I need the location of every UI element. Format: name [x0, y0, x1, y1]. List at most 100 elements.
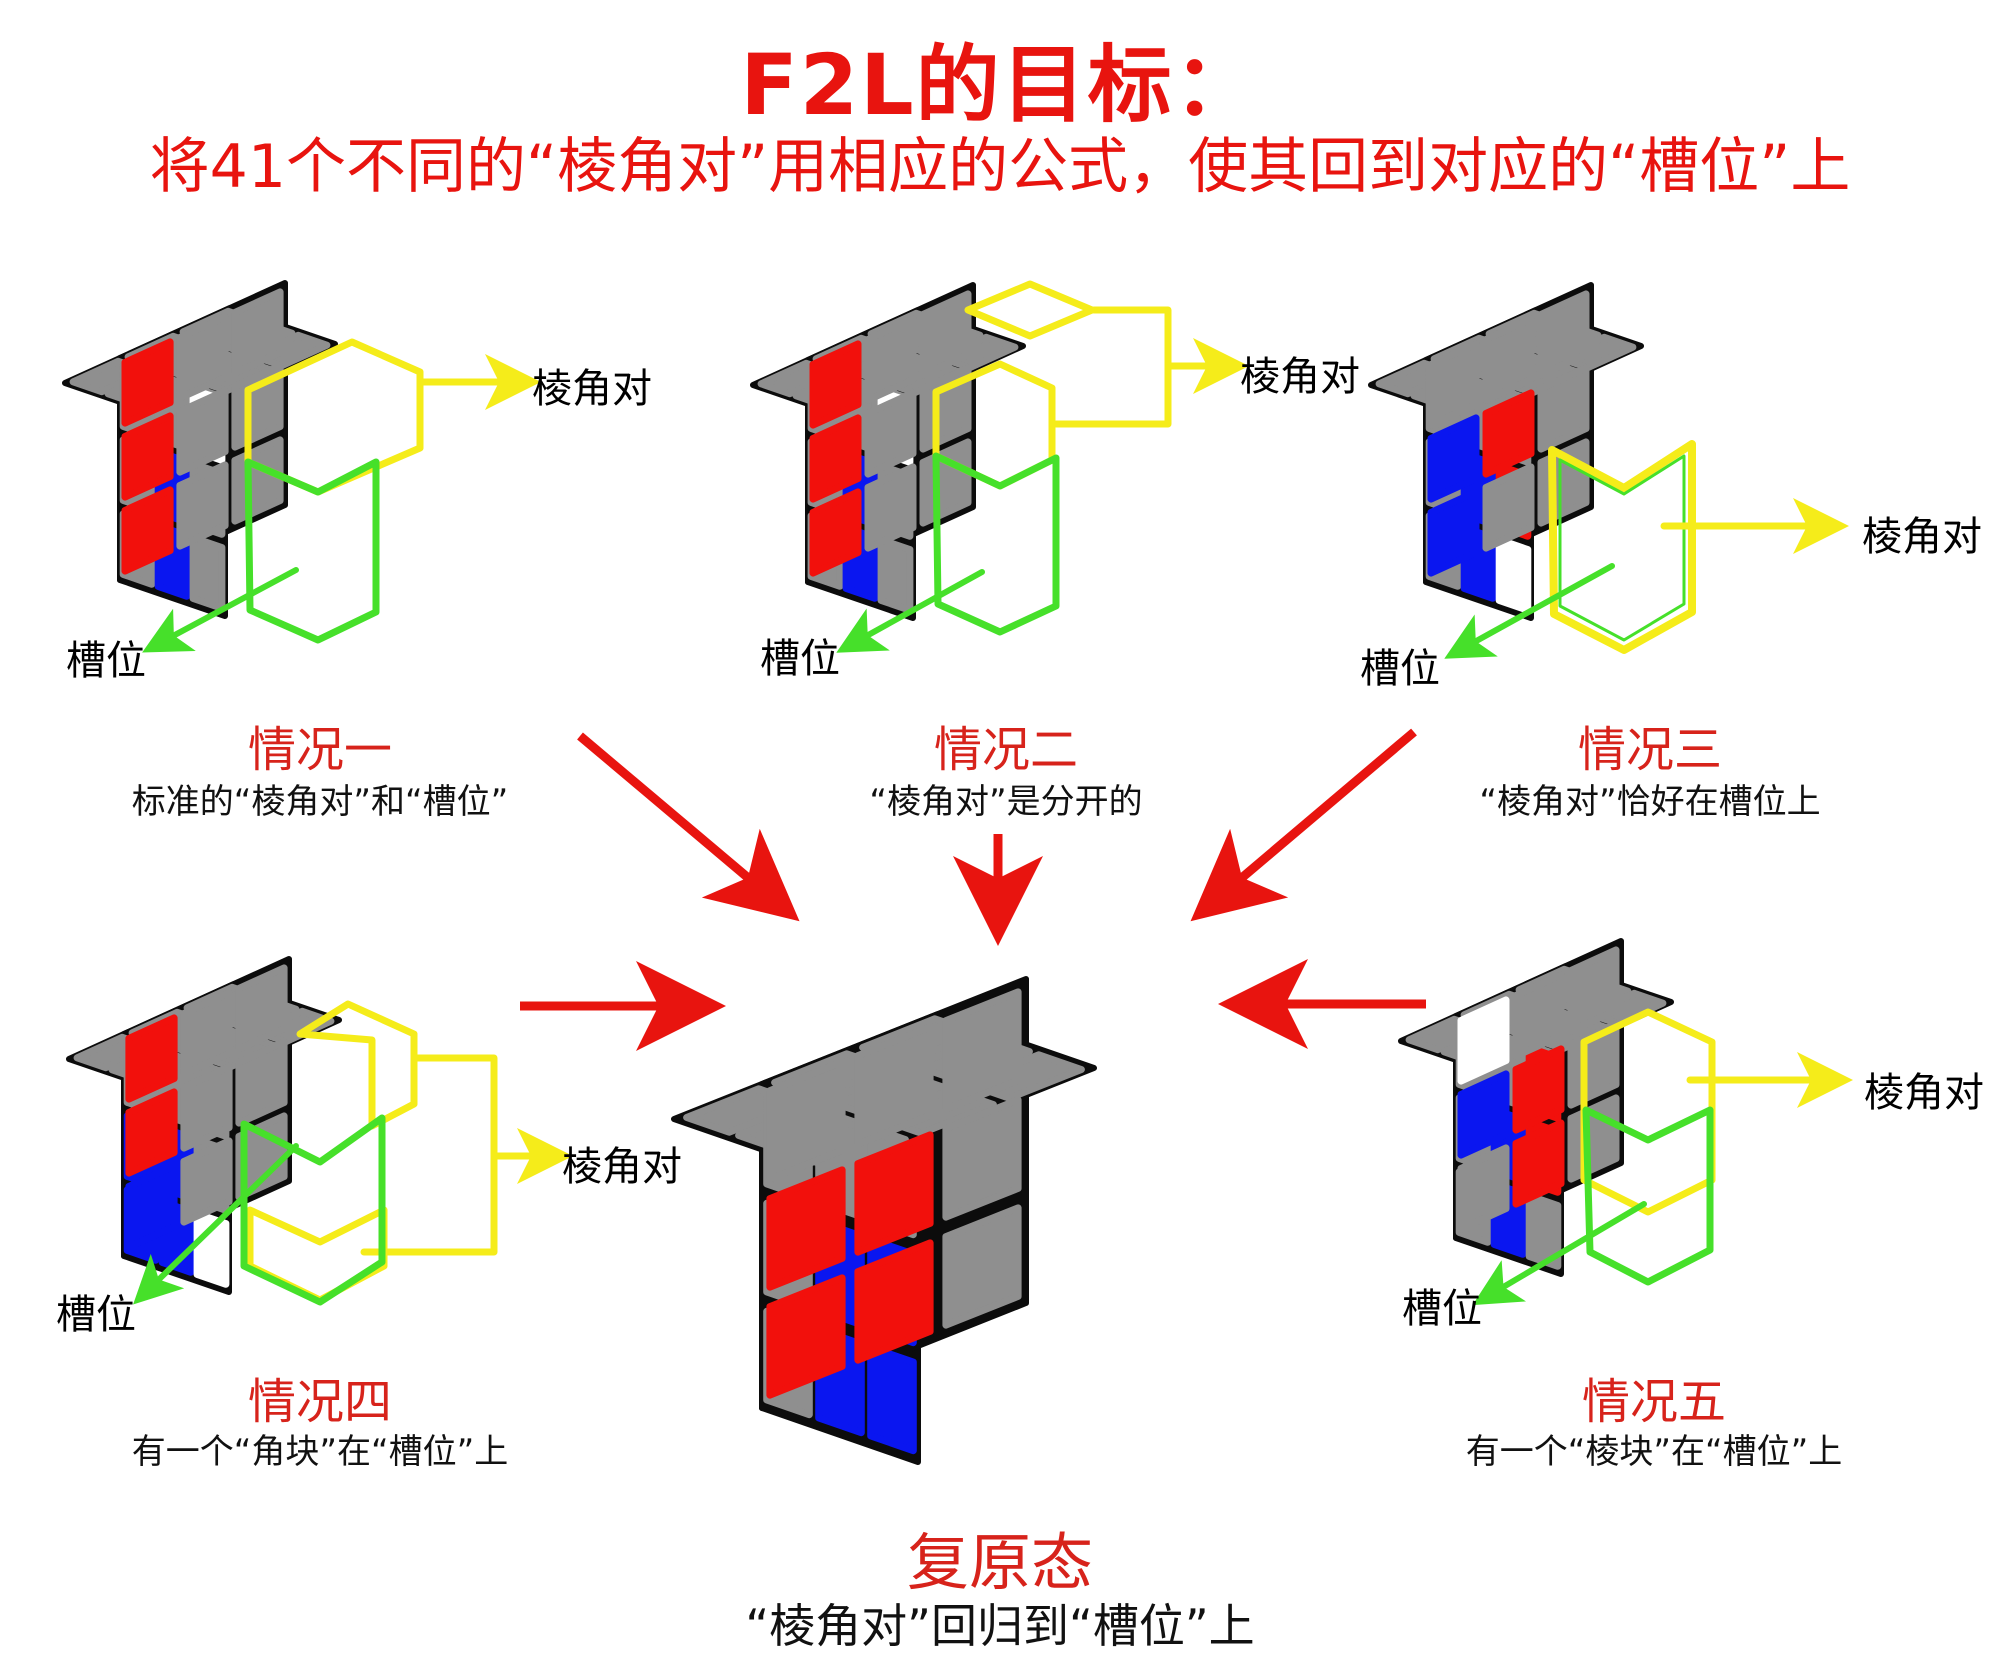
sticker-right [121, 338, 174, 427]
case-5-desc: 有一个“棱块”在“槽位”上 [1465, 1432, 1843, 1472]
case-3-title: 情况三 [1577, 722, 1722, 778]
sticker-right [1427, 340, 1480, 429]
sticker-left [189, 534, 226, 612]
sticker-right [235, 964, 288, 1053]
slot-arrow-4 [133, 1143, 299, 1305]
case-4-title: 情况四 [247, 1374, 392, 1430]
cube-case-2 [750, 282, 1026, 621]
case-1-title: 情况一 [247, 722, 392, 778]
sticker-right [809, 488, 862, 577]
sticker-left [1495, 536, 1532, 614]
sticker-right [942, 1096, 1022, 1221]
slot-label-case-1: 槽位 [66, 638, 146, 684]
slot-label-case-3: 槽位 [1360, 646, 1440, 692]
sticker-right [854, 1131, 934, 1256]
sticker-right [1512, 971, 1565, 1060]
slot-label-case-2: 槽位 [760, 636, 840, 682]
slot-arrow-3 [1444, 563, 1615, 659]
pair-label-case-4: 棱角对 [562, 1144, 682, 1190]
sticker-right [121, 486, 174, 575]
sticker-right [919, 290, 972, 379]
sticker-right [766, 1058, 846, 1183]
sticker-right [125, 1088, 178, 1177]
sticker-right [176, 313, 229, 402]
pair-bracket-2 [1052, 306, 1172, 428]
sticker-right [766, 1274, 846, 1399]
sticker-left [1525, 1192, 1562, 1270]
slot-outline-5 [1582, 1106, 1714, 1286]
slot-outline-2 [932, 452, 1060, 636]
sticker-right [1457, 1144, 1510, 1233]
cube-case-4 [66, 956, 342, 1295]
slot-outline-1 [244, 458, 380, 644]
pair-label-case-1: 棱角对 [532, 366, 652, 412]
sticker-right [1427, 488, 1480, 577]
cube-case-1 [62, 280, 338, 619]
flow-arrows [520, 728, 1426, 1051]
slot-label-case-4: 槽位 [56, 1292, 136, 1338]
sticker-right [854, 1023, 934, 1148]
sticker-right [1537, 290, 1590, 379]
pair-label-case-3: 棱角对 [1862, 514, 1982, 560]
sticker-right [942, 988, 1022, 1113]
slot-arrow-2 [836, 569, 985, 653]
sticker-right [125, 1162, 178, 1251]
case-4-desc: 有一个“角块”在“槽位”上 [131, 1432, 509, 1472]
sticker-right [125, 1014, 178, 1103]
slot-arrow-1 [142, 567, 299, 653]
sticker-right [809, 340, 862, 429]
sticker-right [121, 412, 174, 501]
slot-outline-4 [240, 1114, 386, 1306]
pair-outline-2a [964, 280, 1096, 340]
slot-arrow-5 [1472, 1201, 1647, 1306]
slot-label-case-5: 槽位 [1402, 1286, 1482, 1332]
sticker-right [864, 389, 917, 478]
sticker-right [1567, 946, 1620, 1035]
case-1-desc: 标准的“棱角对”和“槽位” [131, 782, 509, 822]
case-2-desc: “棱角对”是分开的 [869, 782, 1143, 822]
case-2-title: 情况二 [933, 722, 1078, 778]
sticker-right [766, 1166, 846, 1291]
page-subtitle: 将41个不同的“棱角对”用相应的公式，使其回到对应的“槽位”上 [149, 132, 1851, 202]
sticker-right [1427, 414, 1480, 503]
pair-outline-4a [296, 1000, 418, 1130]
cube-case-3 [1368, 282, 1644, 621]
sticker-right [942, 1204, 1022, 1329]
sticker-right [1457, 1070, 1510, 1159]
sticker-right [1512, 1119, 1565, 1208]
sticker-right [1457, 996, 1510, 1085]
sticker-right [1482, 389, 1535, 478]
slot-outline-3 [1558, 454, 1686, 642]
flow-arrow-case-1 [577, 732, 800, 922]
sticker-right [180, 1063, 233, 1152]
sticker-right [235, 1038, 288, 1127]
sticker-right [864, 315, 917, 404]
sticker-right [231, 288, 284, 377]
sticker-right [809, 414, 862, 503]
sticker-right [1482, 315, 1535, 404]
cube-solved [671, 976, 1097, 1465]
sticker-right [176, 387, 229, 476]
pair-outline-3 [1548, 440, 1696, 654]
flow-arrow-case-3 [1190, 728, 1417, 922]
sticker-right [864, 463, 917, 552]
sticker-right [854, 1239, 934, 1364]
sticker-right [180, 989, 233, 1078]
solved-title: 复原态 [906, 1526, 1093, 1599]
pair-label-case-5: 棱角对 [1864, 1070, 1984, 1116]
sticker-right [180, 1137, 233, 1226]
pair-label-case-2: 棱角对 [1240, 354, 1360, 400]
solved-desc: “棱角对”回归到“槽位”上 [745, 1599, 1255, 1653]
cube-case-5 [1398, 938, 1674, 1277]
case-3-desc: “棱角对”恰好在槽位上 [1479, 782, 1821, 822]
sticker-left [867, 1343, 917, 1455]
annotations [133, 280, 1853, 1306]
sticker-right [176, 461, 229, 550]
page-title: F2L的目标： [740, 36, 1260, 134]
sticker-right [1512, 1045, 1565, 1134]
case-5-title: 情况五 [1581, 1374, 1726, 1430]
sticker-left [877, 536, 914, 614]
sticker-right [1482, 463, 1535, 552]
sticker-right [1537, 364, 1590, 453]
